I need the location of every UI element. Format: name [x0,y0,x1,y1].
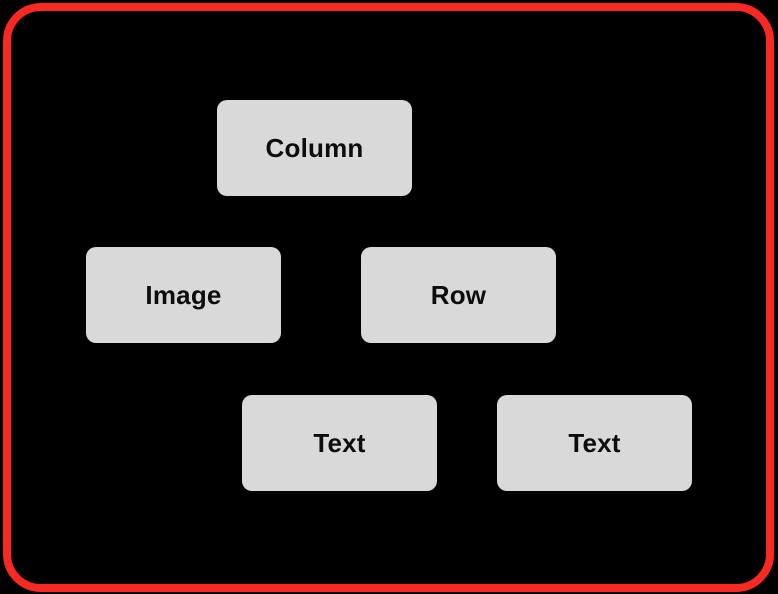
node-row-label: Row [430,279,487,310]
node-column: Column [217,100,412,196]
node-text-2: Text [497,395,692,491]
node-text-1: Text [242,395,437,491]
node-text-2-label: Text [568,427,621,458]
node-image-label: Image [145,279,222,310]
node-text-1-label: Text [313,427,366,458]
node-column-label: Column [265,132,364,163]
node-row: Row [361,247,556,343]
node-image: Image [86,247,281,343]
